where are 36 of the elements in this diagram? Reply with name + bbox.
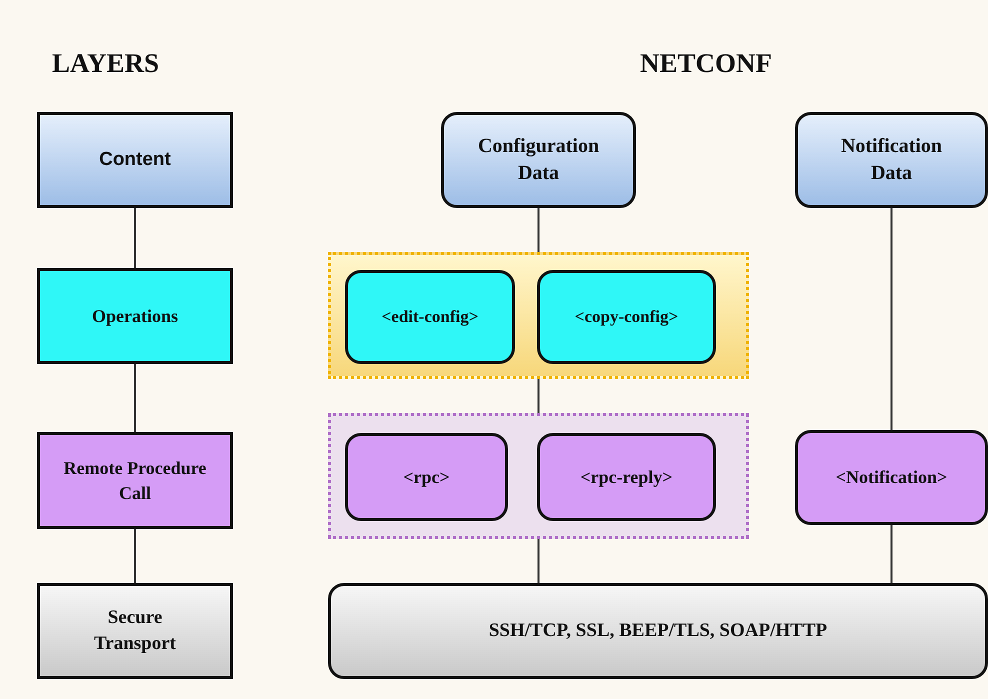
group-frame [328,252,749,379]
box-label: <edit-config> [382,306,478,328]
layer-box [37,112,233,208]
rounded-box [537,270,716,364]
connector-line [538,539,540,583]
box-label: Secure Transport [93,606,177,656]
connector-line [134,529,136,583]
column-heading: NETCONF [640,48,772,79]
connector-line [538,379,540,413]
layer-box [37,268,233,364]
connector-line [538,208,540,252]
box-label: Operations [92,304,178,328]
rounded-box [795,430,988,525]
box-label: Notification Data [840,134,944,186]
connector-line [134,364,136,432]
connector-line [134,208,136,268]
box-label: <rpc> [403,466,450,489]
rounded-box [328,583,988,679]
rounded-box [345,270,515,364]
rounded-box [795,112,988,208]
group-frame [328,413,749,539]
box-label: SSH/TCP, SSL, BEEP/TLS, SOAP/HTTP [488,619,828,644]
box-label: Remote Procedure Call [62,457,208,504]
rounded-box [441,112,636,208]
layer-box [37,432,233,529]
column-heading: LAYERS [52,48,160,79]
layer-box [37,583,233,679]
box-label: <Notification> [836,466,948,490]
rounded-box [345,433,508,521]
box-label: <copy-config> [574,306,678,328]
box-label: Content [99,148,171,172]
box-label: Configuration Data [476,134,600,186]
connector-line [890,525,892,583]
connector-line [890,208,892,430]
rounded-box [537,433,716,521]
box-label: <rpc-reply> [580,466,673,489]
